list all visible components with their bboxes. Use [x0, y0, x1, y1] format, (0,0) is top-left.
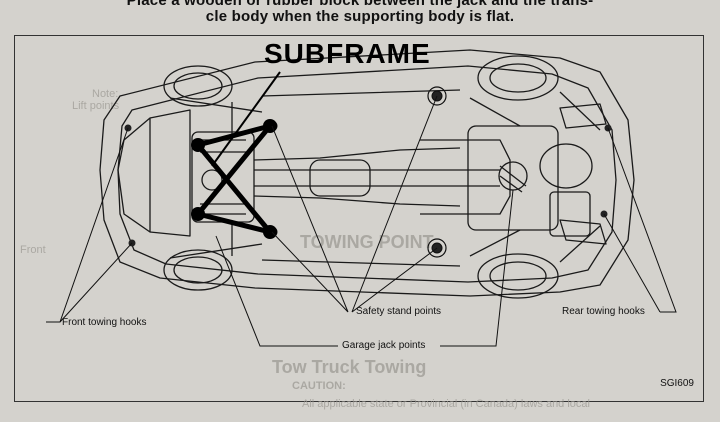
car-body-inner	[117, 65, 617, 283]
page-text-line-2: cle body when the supporting body is fla…	[205, 8, 515, 25]
ghost-towing-point: TOWING POINT	[300, 232, 434, 252]
rear-muffler-right	[559, 219, 607, 245]
rear-subframe	[467, 125, 559, 231]
page-text-line-1: Place a wooden or rubber block between t…	[126, 0, 594, 9]
figure-frame	[14, 35, 704, 402]
front-towing-hook-left	[124, 124, 132, 132]
front-right-wheel	[163, 249, 233, 291]
subframe-dot-3	[263, 119, 277, 133]
car-body-outline	[99, 49, 635, 297]
spare-tire-well	[539, 143, 593, 189]
driveshaft	[254, 169, 500, 187]
subframe-title: SUBFRAME	[264, 38, 431, 69]
leader-rear-towing-hooks	[603, 127, 677, 313]
ghost-bleed-line: All applicable state or Provincial (in C…	[302, 398, 590, 410]
label-safety-stand-points: Safety stand points	[356, 306, 442, 317]
leader-garage-jack-points	[215, 189, 514, 347]
label-front-towing-hooks: Front towing hooks	[62, 317, 147, 328]
label-rear-towing-hooks: Rear towing hooks	[562, 306, 645, 317]
rear-right-wheel	[477, 253, 559, 299]
ghost-caution: CAUTION:	[292, 380, 346, 392]
muffler-center	[309, 159, 371, 197]
subframe-dot-2	[191, 207, 205, 221]
rear-muffler-left	[559, 103, 607, 129]
subframe-dot-4	[263, 225, 277, 239]
exhaust-pipe	[253, 147, 461, 207]
subframe-bar-bottom	[195, 211, 273, 235]
ghost-tow-truck-towing: Tow Truck Towing	[272, 357, 427, 377]
rear-left-wheel	[477, 55, 559, 101]
ghost-front: Front	[20, 244, 46, 256]
leader-safety-stand-points	[271, 95, 438, 313]
subframe-x-line-1	[195, 142, 273, 235]
ghost-lift-points: Lift points	[72, 100, 120, 112]
leader-front-towing-hooks	[46, 127, 133, 323]
subframe-dot-1	[191, 138, 205, 152]
ghost-note: Note:	[92, 88, 119, 100]
label-garage-jack-points: Garage jack points	[342, 340, 426, 351]
front-subframe-center	[201, 169, 223, 191]
front-left-wheel	[163, 65, 233, 107]
subframe-x-line-2	[195, 123, 273, 217]
front-bumper	[117, 117, 151, 233]
figure-code: SGI609	[660, 378, 694, 389]
subframe-pointer	[211, 71, 281, 167]
